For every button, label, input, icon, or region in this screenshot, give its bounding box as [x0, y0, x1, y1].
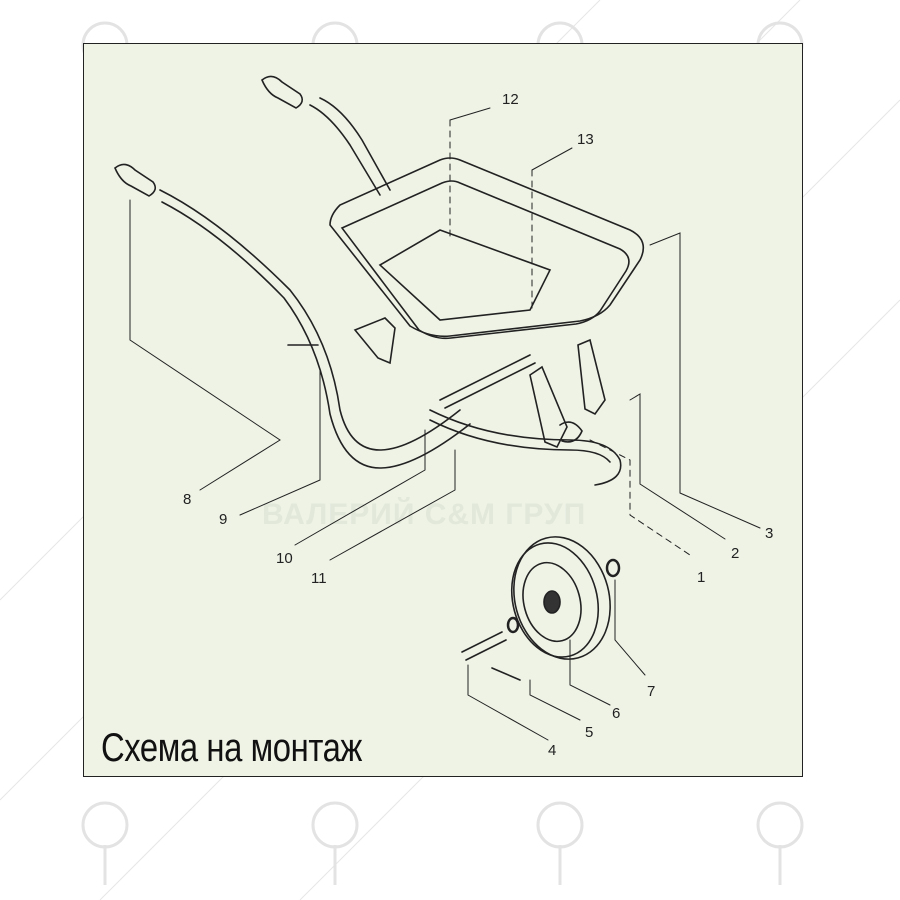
watermark-text: ВАЛЕРИЙ С&М ГРУП [262, 498, 587, 531]
label-5: 5 [585, 724, 593, 741]
diagram-caption: Схема на монтаж [101, 726, 362, 770]
wheel-fork-right [577, 338, 606, 416]
label-1: 1 [697, 569, 705, 586]
tray [329, 157, 645, 340]
axle-pin [461, 631, 507, 661]
handle-bar-front [159, 189, 471, 469]
label-2: 2 [731, 545, 739, 562]
wheel [510, 536, 611, 660]
bracket-left [353, 317, 396, 365]
handle-grip-rear [261, 75, 304, 109]
label-12: 12 [502, 91, 519, 108]
label-13: 13 [577, 131, 594, 148]
label-11: 11 [311, 570, 327, 587]
label-9: 9 [219, 511, 227, 528]
axle-crossbar [439, 354, 536, 409]
part-numbers: 1 2 3 4 5 6 7 8 9 10 11 12 13 [183, 91, 773, 759]
label-8: 8 [183, 491, 191, 508]
leader-lines [129, 107, 761, 741]
handle-bar-rear [309, 97, 391, 196]
label-7: 7 [647, 683, 655, 700]
diagram-frame [83, 43, 803, 777]
label-10: 10 [276, 550, 293, 567]
leg-frame [429, 409, 622, 486]
label-3: 3 [765, 525, 773, 542]
wheel-fork-left [529, 365, 583, 449]
cotter-pin [491, 667, 521, 681]
label-6: 6 [612, 705, 620, 722]
spacer-nut [605, 558, 621, 578]
handle-grip-front [114, 163, 157, 197]
label-4: 4 [548, 742, 556, 759]
washer [506, 616, 520, 634]
